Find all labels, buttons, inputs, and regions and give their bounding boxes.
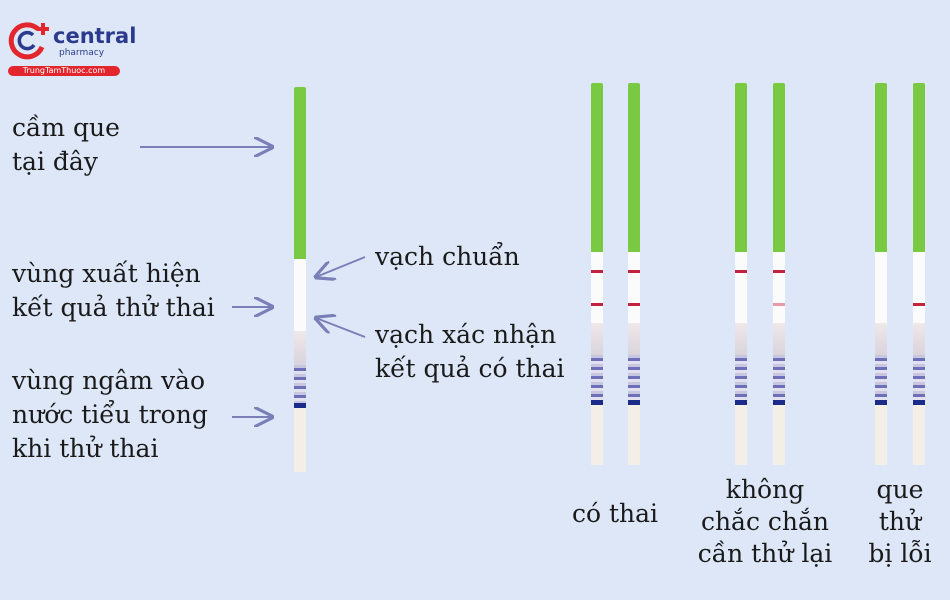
test-strip bbox=[773, 83, 785, 465]
label-line: vạch xác nhận bbox=[375, 320, 557, 349]
label-hold: cầm que tại đây bbox=[12, 111, 120, 179]
test-line bbox=[773, 303, 785, 306]
logo-brand: central bbox=[53, 24, 137, 48]
logo-mark-icon bbox=[8, 22, 49, 60]
label-control-line: vạch chuẩn bbox=[375, 242, 520, 271]
label-line: nước tiểu trong bbox=[12, 400, 208, 429]
label-result-zone: vùng xuất hiện kết quả thử thai bbox=[12, 257, 215, 325]
label-line: cầm que bbox=[12, 113, 120, 142]
logo-sub: pharmacy bbox=[59, 48, 105, 58]
test-strip bbox=[628, 83, 640, 465]
label-line: khi thử thai bbox=[12, 434, 159, 463]
label-line: vùng ngâm vào bbox=[12, 366, 206, 395]
caption-faulty: que thử bị lỗi bbox=[855, 474, 945, 570]
caption-line: bị lỗi bbox=[868, 539, 932, 568]
control-line bbox=[628, 270, 640, 273]
label-test-line: vạch xác nhận kết quả có thai bbox=[375, 318, 565, 386]
caption-line: chắc chắn bbox=[700, 507, 830, 536]
caption-line: thử bbox=[878, 507, 922, 536]
test-strip bbox=[591, 83, 603, 465]
caption-pregnant: có thai bbox=[560, 498, 670, 530]
caption-uncertain: không chắc chắn cần thử lại bbox=[690, 474, 840, 570]
reference-strip bbox=[294, 87, 306, 472]
test-line bbox=[591, 303, 603, 306]
logo: central pharmacy TrungTamThuoc.com bbox=[8, 20, 136, 80]
label-line: vùng xuất hiện bbox=[12, 259, 201, 288]
label-line: kết quả thử thai bbox=[12, 293, 215, 322]
test-strip bbox=[735, 83, 747, 465]
test-line bbox=[913, 303, 925, 306]
control-line bbox=[735, 270, 747, 273]
arrow-icon bbox=[316, 256, 366, 277]
control-line bbox=[773, 270, 785, 273]
caption-line: có thai bbox=[571, 499, 659, 528]
arrow-icon bbox=[316, 318, 366, 338]
control-line bbox=[591, 270, 603, 273]
caption-line: cần thử lại bbox=[697, 539, 833, 568]
test-strip bbox=[875, 83, 887, 465]
label-line: tại đây bbox=[12, 147, 98, 176]
test-line bbox=[628, 303, 640, 306]
logo-site: TrungTamThuoc.com bbox=[8, 66, 120, 76]
caption-line: que bbox=[876, 475, 924, 504]
test-strip bbox=[913, 83, 925, 465]
label-line: kết quả có thai bbox=[375, 354, 565, 383]
label-dip-zone: vùng ngâm vào nước tiểu trong khi thử th… bbox=[12, 364, 208, 466]
caption-line: không bbox=[725, 475, 805, 504]
